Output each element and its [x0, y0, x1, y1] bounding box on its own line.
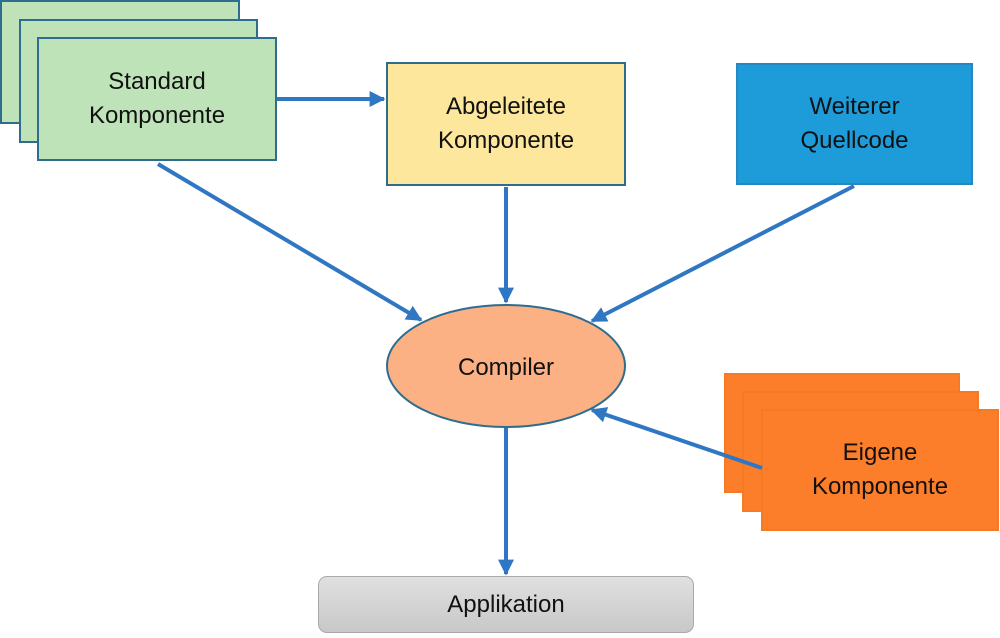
other-source-label: Weiterer Quellcode: [800, 93, 909, 154]
standard-component-label: Standard Komponente: [88, 68, 226, 129]
derived-component-box: Abgeleitete Komponente: [386, 62, 626, 186]
application-label: Applikation: [447, 590, 565, 618]
own-component-box: Eigene Komponente: [761, 409, 999, 531]
standard-component-box: Standard Komponente: [37, 37, 277, 161]
application-box: Applikation: [318, 576, 694, 633]
other-source-box: Weiterer Quellcode: [736, 63, 973, 185]
arrow-own-to-compiler: [590, 407, 763, 470]
arrow-standard-to-compiler: [156, 162, 423, 322]
derived-component-label: Abgeleitete Komponente: [437, 93, 575, 154]
own-component-label: Eigene Komponente: [811, 439, 949, 500]
compiler-node: [386, 304, 626, 428]
compiler-label: Compiler: [458, 354, 554, 381]
arrow-source-to-compiler: [590, 184, 855, 323]
